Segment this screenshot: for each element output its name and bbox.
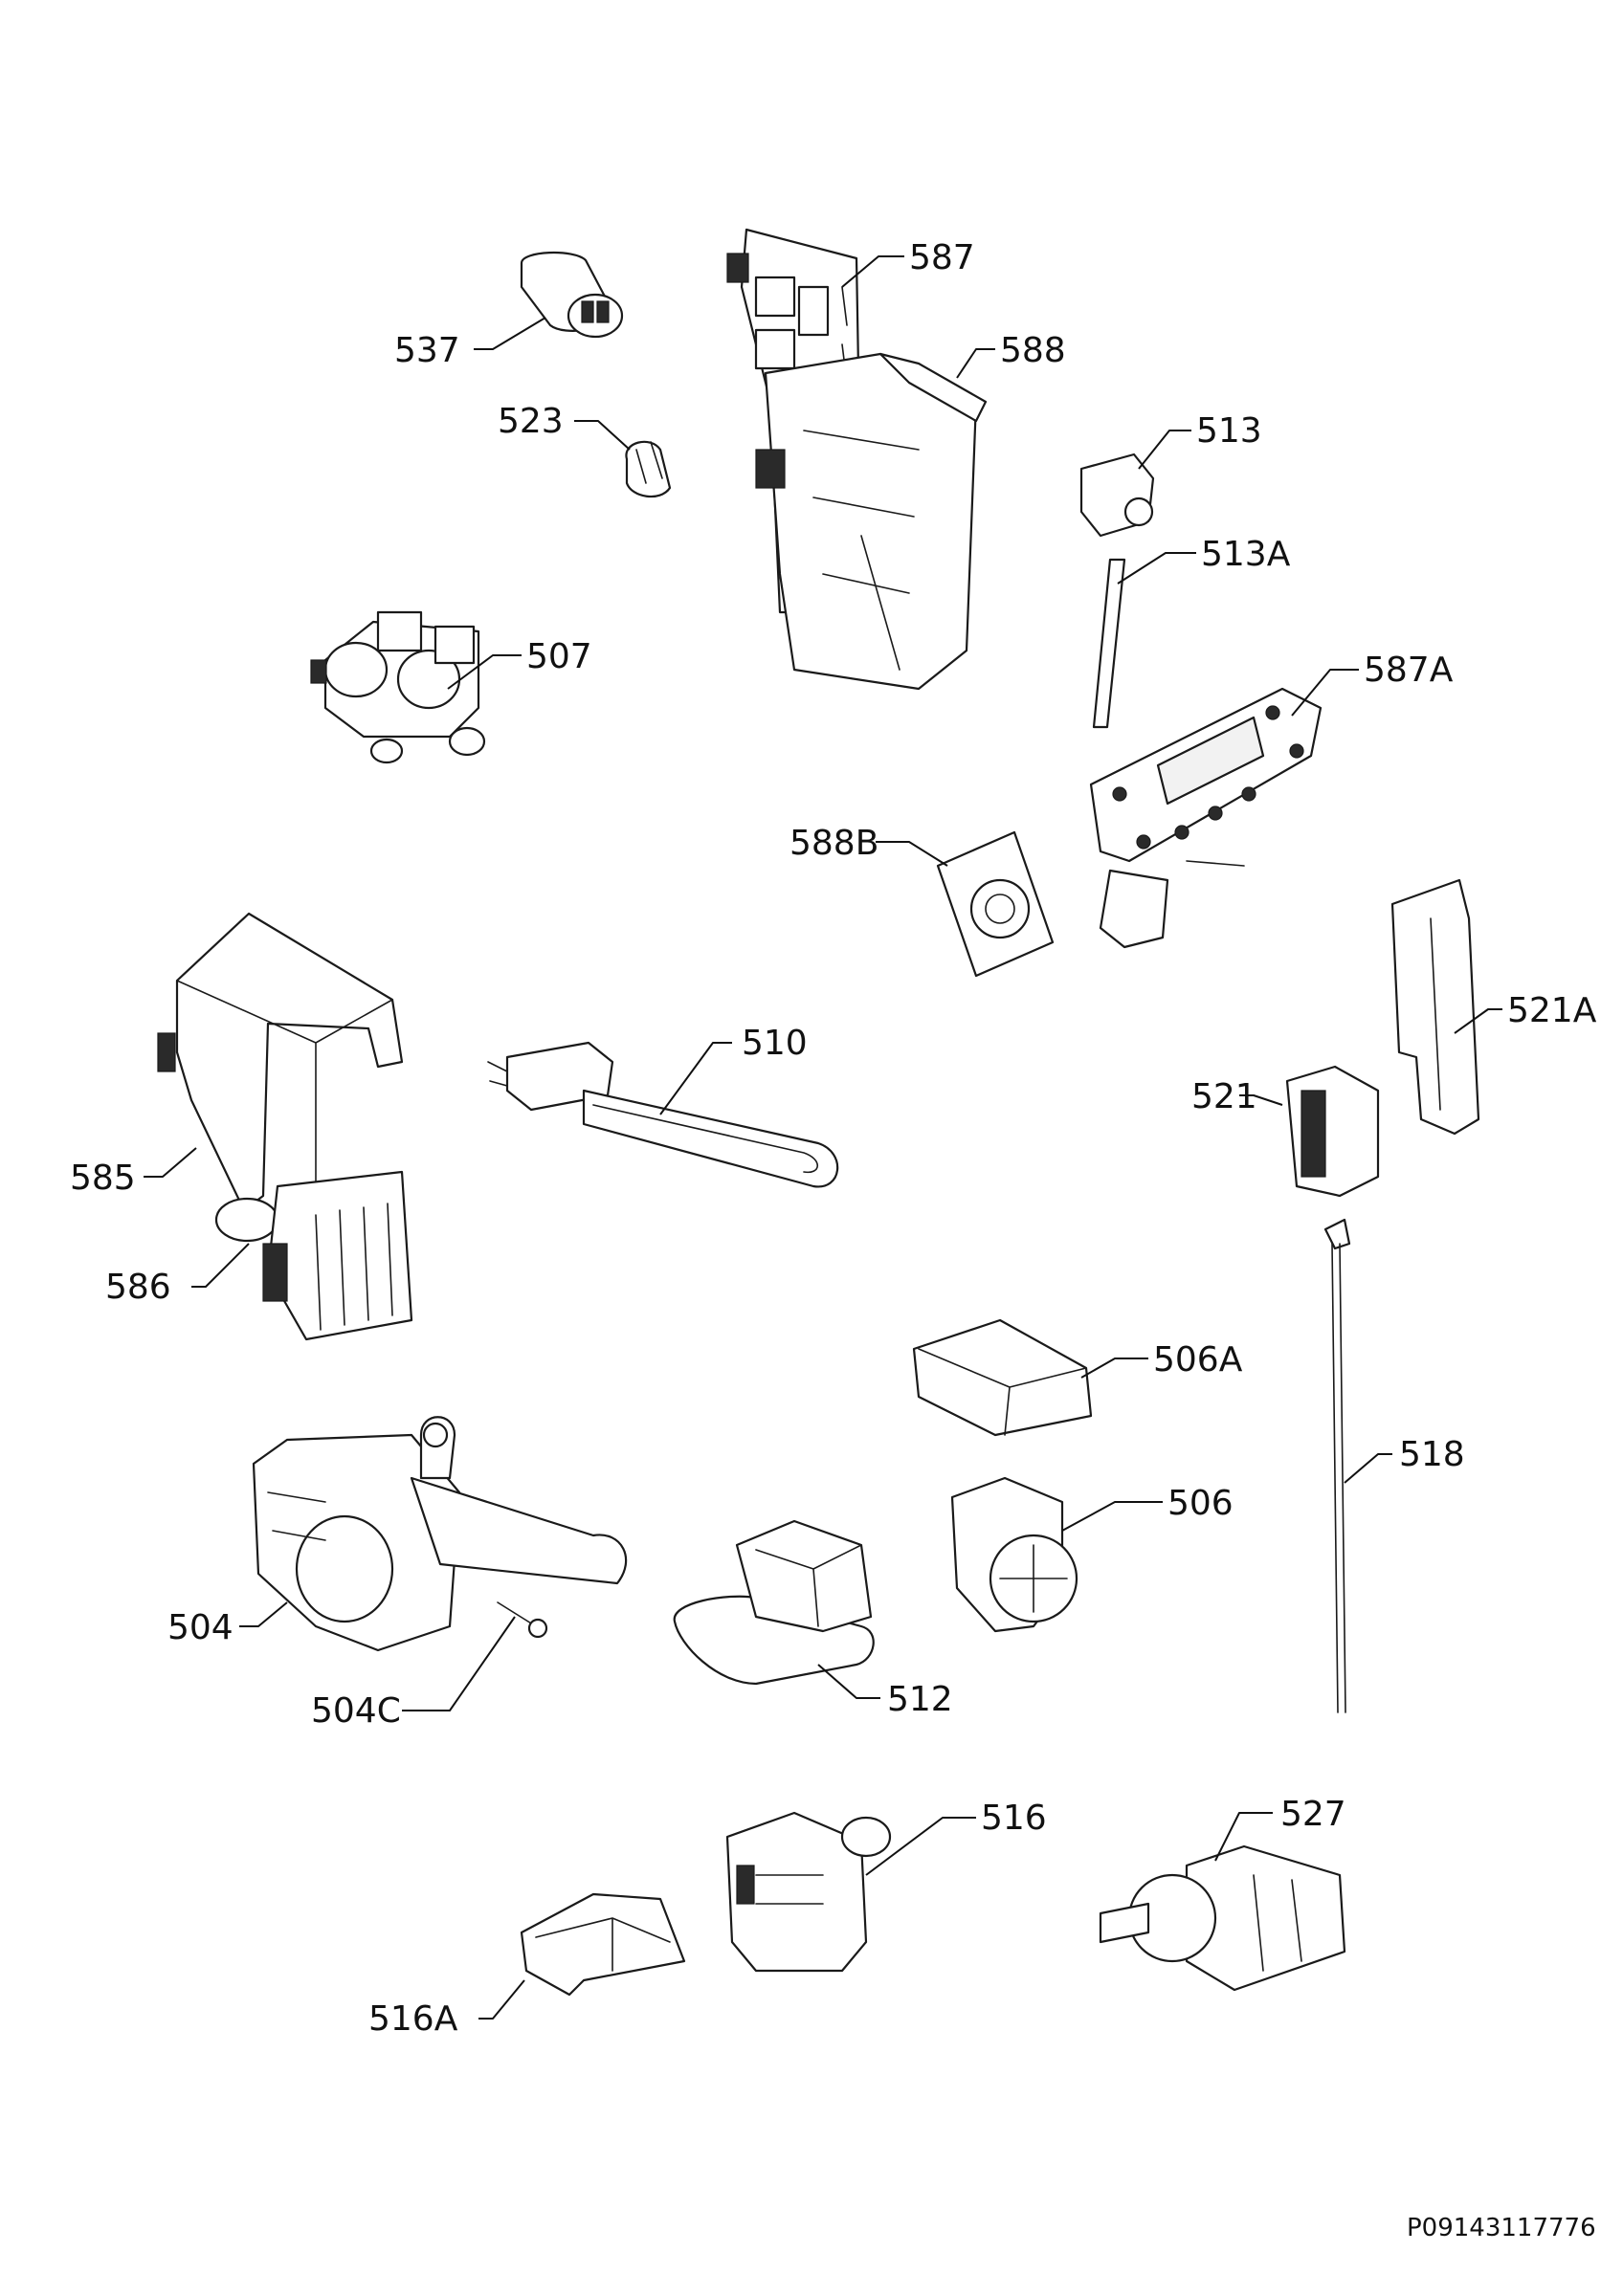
part-586-motor-controller xyxy=(214,1170,413,1341)
callout-510: 510 xyxy=(659,1024,808,1115)
callout-521: 521 xyxy=(1191,1077,1283,1116)
label-537: 537 xyxy=(394,331,460,370)
part-521-door-lock xyxy=(1285,1065,1380,1198)
label-507: 507 xyxy=(526,637,592,676)
label-516: 516 xyxy=(981,1799,1047,1838)
label-586: 586 xyxy=(105,1268,171,1307)
part-588B-pressure-switch xyxy=(936,830,1055,978)
callout-516A: 516A xyxy=(368,1979,525,2039)
document-number: P09143117776 xyxy=(1407,2214,1596,2242)
label-521A: 521A xyxy=(1507,991,1597,1030)
callout-513A: 513A xyxy=(1117,535,1291,585)
part-510-heating-element xyxy=(487,1041,839,1188)
label-506A: 506A xyxy=(1153,1340,1243,1380)
part-512-bracket xyxy=(673,1519,875,1686)
label-588B: 588B xyxy=(789,824,878,863)
part-513-relay xyxy=(1079,453,1155,538)
label-506: 506 xyxy=(1167,1484,1234,1523)
callout-588B: 588B xyxy=(789,824,948,867)
part-588-housing xyxy=(755,352,988,691)
part-587A-ui-board xyxy=(1089,687,1323,949)
label-587: 587 xyxy=(909,238,975,277)
callout-587: 587 xyxy=(841,238,975,288)
callout-521A: 521A xyxy=(1454,991,1597,1034)
part-506-drain-pump xyxy=(950,1476,1078,1633)
part-516A-cover xyxy=(520,1892,686,1997)
callout-585: 585 xyxy=(70,1147,197,1198)
label-513A: 513A xyxy=(1201,535,1291,574)
label-587A: 587A xyxy=(1364,651,1454,690)
part-527-circulation-pump xyxy=(1099,1844,1346,1992)
part-516-pump xyxy=(725,1811,892,1973)
label-512: 512 xyxy=(887,1680,953,1719)
callout-504: 504 xyxy=(167,1601,288,1647)
callout-504C: 504C xyxy=(311,1616,516,1731)
callout-586: 586 xyxy=(105,1243,250,1307)
part-504C-screw xyxy=(497,1601,548,1639)
part-523-clip xyxy=(625,440,672,498)
callout-523: 523 xyxy=(498,402,631,451)
label-523: 523 xyxy=(498,402,564,441)
callout-518: 518 xyxy=(1344,1435,1465,1484)
label-504: 504 xyxy=(167,1608,233,1647)
callout-527: 527 xyxy=(1214,1795,1346,1862)
callout-537: 537 xyxy=(394,317,546,370)
callout-588: 588 xyxy=(956,331,1066,379)
callout-516: 516 xyxy=(865,1799,1047,1876)
part-507-inlet-valve xyxy=(310,610,486,764)
callout-587A: 587A xyxy=(1291,651,1454,717)
callout-507: 507 xyxy=(447,637,592,690)
part-585-cover xyxy=(157,912,404,1212)
label-510: 510 xyxy=(742,1024,808,1063)
label-513: 513 xyxy=(1196,411,1262,451)
part-506A-pump-cover xyxy=(912,1318,1093,1437)
callout-506: 506 xyxy=(1061,1484,1234,1532)
label-527: 527 xyxy=(1280,1795,1346,1834)
label-518: 518 xyxy=(1399,1435,1465,1474)
part-504-motor xyxy=(252,1416,628,1652)
label-521: 521 xyxy=(1191,1077,1257,1116)
label-585: 585 xyxy=(70,1159,136,1198)
label-516A: 516A xyxy=(368,1999,458,2039)
part-537-capacitor xyxy=(520,252,624,339)
part-518-cable xyxy=(1323,1218,1351,1713)
label-504C: 504C xyxy=(311,1691,401,1731)
part-521A-lock-rail xyxy=(1390,878,1480,1136)
part-513A-rod xyxy=(1092,558,1126,729)
label-588: 588 xyxy=(1000,331,1066,370)
callout-513: 513 xyxy=(1138,411,1262,470)
callout-506A: 506A xyxy=(1080,1340,1243,1380)
callout-512: 512 xyxy=(817,1664,953,1719)
